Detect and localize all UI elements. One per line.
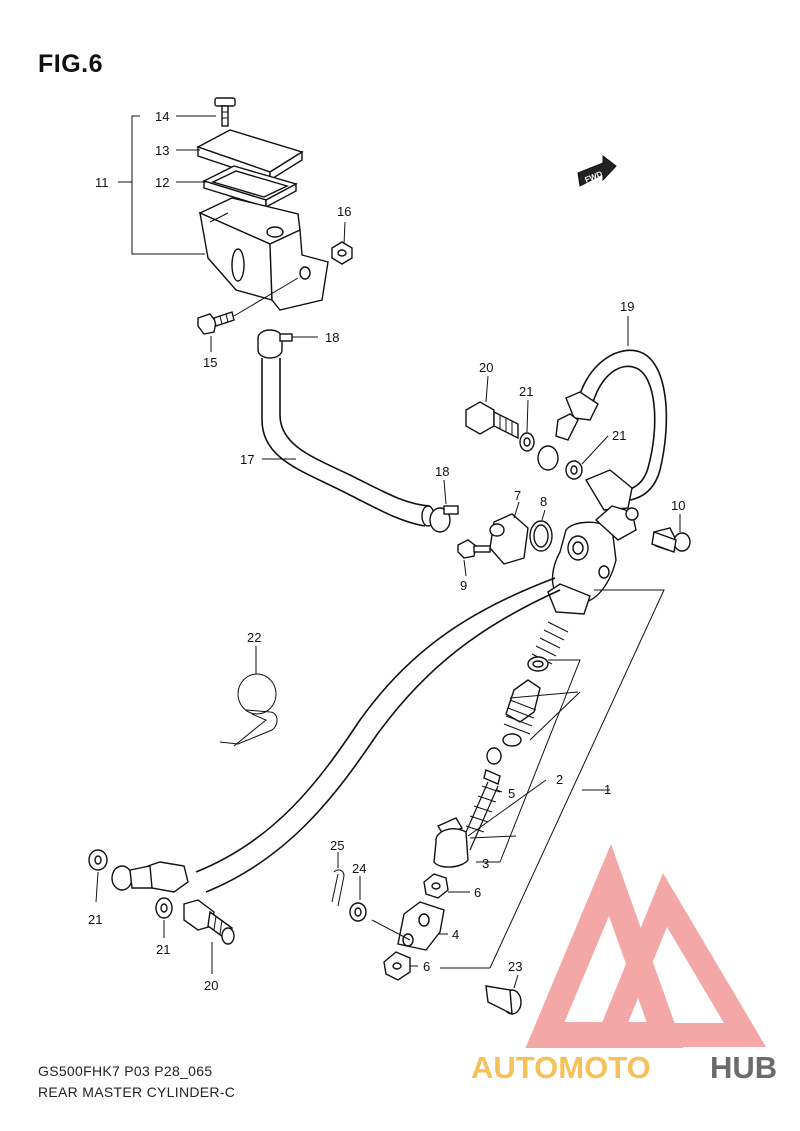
callout-10: 10 bbox=[671, 498, 685, 513]
reservoir-assembly bbox=[196, 97, 353, 335]
brake-hose-part bbox=[537, 349, 668, 511]
callout-25: 25 bbox=[330, 838, 344, 853]
lower-brake-hose-part bbox=[111, 577, 561, 893]
piston-part bbox=[502, 679, 541, 747]
callout-4: 4 bbox=[452, 927, 459, 942]
callout-9: 9 bbox=[460, 578, 467, 593]
callout-7: 7 bbox=[514, 488, 521, 503]
callout-21b: 21 bbox=[612, 428, 626, 443]
callout-17: 17 bbox=[240, 452, 254, 467]
callout-3: 3 bbox=[482, 856, 489, 871]
watermark-brand: AUTOMOTO HUB bbox=[471, 1050, 777, 1085]
callout-8: 8 bbox=[540, 494, 547, 509]
mount-bolt-part bbox=[197, 277, 299, 335]
dust-boot-part bbox=[433, 817, 469, 868]
reservoir-body-part bbox=[198, 197, 329, 311]
fwd-arrow: FWD bbox=[577, 154, 617, 187]
callout-5: 5 bbox=[508, 786, 515, 801]
cylinder-mount-bolt-part bbox=[651, 527, 691, 553]
cap-screw-part bbox=[214, 97, 236, 127]
callout-12: 12 bbox=[155, 175, 169, 190]
callout-labels: 1 2 3 4 5 6 6 7 8 9 10 11 12 13 14 15 16… bbox=[88, 109, 685, 993]
watermark-logo bbox=[525, 843, 767, 1048]
callout-20b: 20 bbox=[204, 978, 218, 993]
callout-18b: 18 bbox=[435, 464, 449, 479]
union-bolt-lower-part bbox=[183, 899, 235, 945]
callout-13: 13 bbox=[155, 143, 169, 158]
piston-cup-part bbox=[527, 656, 549, 672]
clevis-pin-part bbox=[485, 985, 522, 1016]
figure-title: FIG.6 bbox=[38, 50, 104, 78]
callout-1: 1 bbox=[604, 782, 611, 797]
callout-23: 23 bbox=[508, 959, 522, 974]
sealing-washer-lower-a bbox=[88, 849, 108, 871]
return-spring-part bbox=[531, 621, 569, 665]
watermark-triangle-right bbox=[592, 873, 767, 1047]
union-bolt-upper-part bbox=[465, 401, 519, 440]
o-ring-part bbox=[529, 520, 553, 552]
callout-6a: 6 bbox=[474, 885, 481, 900]
diagram-name: REAR MASTER CYLINDER-C bbox=[38, 1084, 236, 1100]
callout-20a: 20 bbox=[479, 360, 493, 375]
hose-clamp-upper-part bbox=[257, 329, 293, 359]
leader-lines bbox=[95, 115, 681, 989]
lower-nut-part bbox=[383, 951, 411, 981]
circlip-part bbox=[219, 673, 278, 747]
lock-nut-part bbox=[423, 873, 449, 899]
hose-joint-part bbox=[489, 513, 529, 565]
callout-21a: 21 bbox=[519, 384, 533, 399]
callout-21c: 21 bbox=[88, 912, 102, 927]
watermark-brand-part2: HUB bbox=[710, 1050, 777, 1085]
callout-6b: 6 bbox=[423, 959, 430, 974]
callout-22: 22 bbox=[247, 630, 261, 645]
callout-21d: 21 bbox=[156, 942, 170, 957]
rod-end-part bbox=[397, 901, 445, 951]
fwd-arrow-shape bbox=[577, 154, 617, 187]
reservoir-hose-part bbox=[261, 358, 435, 527]
joint-screw-part bbox=[457, 539, 491, 559]
callout-2: 2 bbox=[556, 772, 563, 787]
sealing-washer-lower-b bbox=[155, 897, 173, 919]
watermark-brand-part1: AUTOMOTO bbox=[471, 1050, 651, 1085]
callout-18a: 18 bbox=[325, 330, 339, 345]
hose-clamp-lower-part bbox=[429, 505, 459, 533]
master-cylinder-body-part bbox=[547, 505, 639, 615]
callout-16: 16 bbox=[337, 204, 351, 219]
callout-11: 11 bbox=[95, 175, 109, 190]
callout-24: 24 bbox=[352, 861, 366, 876]
model-code: GS500FHK7 P03 P28_065 bbox=[38, 1063, 213, 1079]
washer-part bbox=[349, 902, 367, 922]
cotter-pin-part bbox=[331, 869, 345, 907]
callout-19: 19 bbox=[620, 299, 634, 314]
callout-14: 14 bbox=[155, 109, 169, 124]
callout-15: 15 bbox=[203, 355, 217, 370]
